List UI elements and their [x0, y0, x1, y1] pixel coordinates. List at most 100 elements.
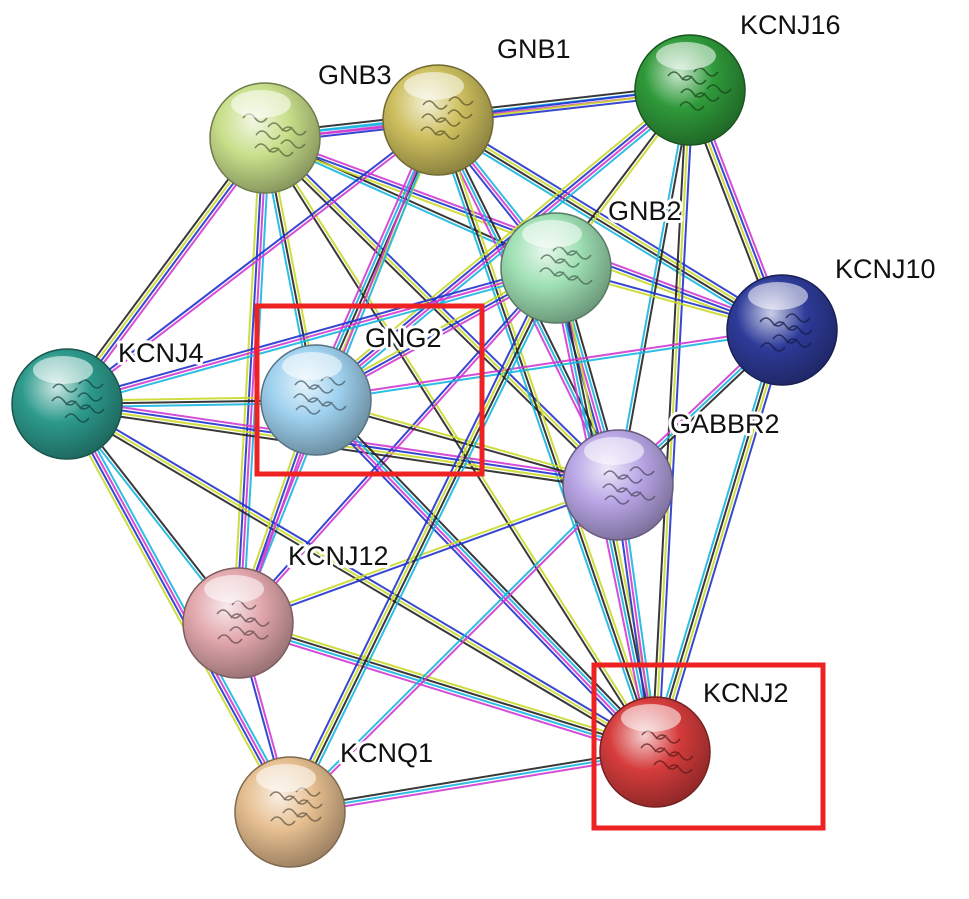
edge-line [284, 265, 553, 811]
edge-line [437, 119, 656, 753]
edge-line [265, 136, 658, 752]
edge-line [239, 617, 657, 749]
gloss-highlight [204, 575, 264, 603]
protein-structure-icon [420, 96, 474, 140]
edge-gnb1-kcnj4 [65, 117, 440, 407]
gloss-highlight [231, 90, 291, 118]
protein-structure-icon [51, 379, 105, 423]
gloss-highlight [33, 356, 93, 384]
node-kcnj10[interactable] [726, 274, 838, 386]
edge-gnb2-kcnj12 [236, 266, 558, 625]
edge-line [236, 266, 556, 623]
node-gnb3[interactable] [209, 82, 321, 194]
edge-line [436, 120, 782, 333]
node-label-kcnq1: KCNQ1 [340, 738, 433, 768]
node-kcnj2[interactable] [599, 696, 711, 808]
gloss-highlight [656, 42, 716, 70]
edge-line [316, 90, 692, 403]
edge-line [649, 328, 779, 751]
protein-structure-icon [667, 67, 732, 111]
node-gabbr2[interactable] [562, 429, 674, 541]
edge-kcnj12-kcnj2 [236, 617, 657, 758]
highlight-box-kcnj2 [591, 662, 826, 831]
gloss-highlight [256, 764, 316, 792]
gloss-highlight [522, 220, 582, 248]
protein-structure-icon [269, 787, 323, 826]
edge-line [439, 115, 786, 327]
gloss-highlight [621, 704, 681, 732]
node-kcnj12[interactable] [182, 567, 294, 679]
protein-structure-icon [759, 313, 813, 352]
highlight-box-gng2 [254, 303, 485, 477]
edge-line [288, 483, 618, 812]
edge-line [290, 485, 620, 814]
gloss-highlight [584, 437, 644, 465]
node-label-gnb3: GNB3 [318, 60, 392, 90]
edge-kcnj16-gabbr2 [615, 89, 693, 486]
edge-line [293, 269, 562, 815]
node-label-gnb2: GNB2 [608, 196, 682, 226]
edge-line [64, 404, 290, 814]
edge-line [318, 395, 660, 750]
edge-kcnj10-gng2 [315, 327, 783, 403]
gloss-highlight [748, 282, 808, 310]
edge-line [67, 402, 293, 812]
node-gng2[interactable] [260, 344, 372, 456]
node-label-kcnj2: KCNJ2 [703, 678, 789, 708]
edge-line [287, 266, 556, 812]
edge-line [655, 330, 785, 753]
protein-structure-icon [293, 376, 347, 415]
edge-gnb3-kcnj2 [262, 136, 658, 754]
edge-gnb2-kcnj4 [65, 263, 558, 409]
edge-line [434, 120, 653, 754]
edge-line [237, 482, 618, 623]
edge-line [238, 485, 619, 626]
edge-line [314, 400, 655, 754]
gloss-highlight [404, 72, 464, 100]
highlight-boxes-layer [254, 303, 826, 831]
edge-line [66, 267, 557, 405]
edge-line [312, 85, 688, 398]
node-gnb1[interactable] [382, 64, 494, 176]
edge-gnb1-kcnj10 [434, 115, 786, 335]
edge-line [237, 623, 655, 755]
edge-line [238, 620, 656, 752]
edge-gnb3-gabbr2 [262, 135, 621, 488]
edge-kcnq1-gnb2 [284, 265, 562, 815]
protein-structure-icon [242, 113, 307, 157]
edge-line [316, 330, 783, 403]
edge-line [67, 270, 558, 409]
edge-line [657, 90, 695, 753]
edge-line [70, 401, 296, 811]
edge-line [67, 120, 440, 407]
edge-kcnj4-kcnq1 [61, 401, 296, 815]
edge-line [238, 268, 558, 625]
nodes-layer [11, 34, 838, 868]
edge-line [266, 135, 621, 484]
edge-line [65, 117, 438, 404]
node-label-kcnj10: KCNJ10 [835, 254, 936, 284]
edge-line [315, 327, 782, 400]
gloss-highlight [282, 352, 342, 380]
node-label-gabbr2: GABBR2 [670, 409, 780, 439]
edge-line [236, 626, 654, 758]
edge-line [652, 329, 782, 752]
node-kcnj4[interactable] [11, 348, 123, 460]
edge-line [654, 89, 691, 753]
node-gnb2[interactable] [500, 212, 612, 324]
protein-structure-icon [216, 600, 270, 644]
edge-line [262, 139, 617, 488]
edge-kcnj10-kcnj2 [649, 328, 788, 754]
edge-line [65, 263, 556, 402]
edge-line [316, 398, 657, 752]
protein-structure-icon [539, 246, 593, 285]
edge-line [262, 138, 655, 754]
edge-line [434, 123, 781, 335]
node-label-kcnj16: KCNJ16 [740, 10, 841, 40]
node-kcnq1[interactable] [234, 756, 346, 868]
node-kcnj16[interactable] [634, 34, 746, 146]
edge-kcnj16-kcnj2 [650, 89, 695, 753]
edge-line [235, 137, 265, 623]
